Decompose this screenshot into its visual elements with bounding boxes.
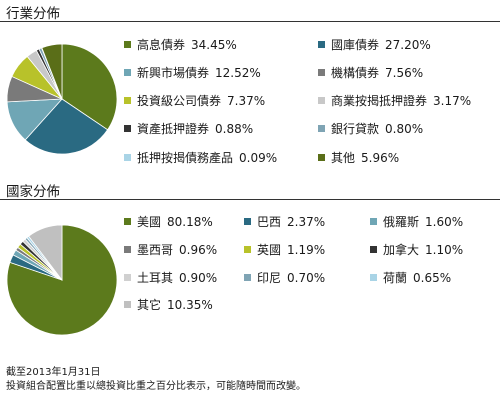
country-legend-item: 印尼 0.70% xyxy=(244,269,325,286)
industry-legend-swatch xyxy=(124,41,131,48)
country-legend-value: 0.65% xyxy=(413,270,452,285)
industry-section-title: 行業分佈 xyxy=(6,6,60,22)
country-section-title: 國家分佈 xyxy=(6,184,60,200)
industry-legend-item: 資產抵押證券 0.88% xyxy=(124,120,253,137)
country-section-divider xyxy=(0,199,500,200)
industry-legend-value: 5.96% xyxy=(361,150,400,165)
industry-legend-label: 其他 xyxy=(331,151,356,165)
industry-legend-label: 投資級公司債券 xyxy=(137,94,222,108)
industry-legend-item: 商業按揭抵押證券 3.17% xyxy=(318,92,471,109)
country-legend-swatch xyxy=(244,218,251,225)
country-legend-swatch xyxy=(370,274,377,281)
industry-legend-value: 3.17% xyxy=(433,93,472,108)
industry-legend-value: 27.20% xyxy=(385,37,431,52)
industry-legend-label: 銀行貸款 xyxy=(331,122,380,136)
industry-section-divider xyxy=(0,21,500,22)
industry-legend-swatch xyxy=(318,154,325,161)
industry-legend-label: 資產抵押證券 xyxy=(137,122,210,136)
industry-legend-value: 0.09% xyxy=(239,150,278,165)
industry-legend-value: 7.56% xyxy=(385,65,424,80)
country-legend-value: 80.18% xyxy=(167,214,213,229)
industry-pie-slice-1 xyxy=(24,98,109,155)
country-legend-label: 巴西 xyxy=(257,215,282,229)
industry-legend-label: 抵押按揭債務產品 xyxy=(137,151,234,165)
industry-legend-item: 國庫債券 27.20% xyxy=(318,36,431,53)
industry-legend-label: 新興市場債券 xyxy=(137,66,210,80)
country-legend-swatch xyxy=(370,246,377,253)
country-legend-swatch xyxy=(124,246,131,253)
industry-legend-item: 新興市場債券 12.52% xyxy=(124,64,261,81)
industry-legend-label: 國庫債券 xyxy=(331,38,380,52)
country-pie-chart xyxy=(6,224,118,336)
industry-legend-value: 0.80% xyxy=(385,121,424,136)
footer-note: 投資組合配置比重以總投資比重之百分比表示，可能隨時間而改變。 xyxy=(6,381,306,392)
country-legend-value: 1.60% xyxy=(425,214,464,229)
industry-legend-swatch xyxy=(124,97,131,104)
country-legend-item: 巴西 2.37% xyxy=(244,213,325,230)
country-legend-value: 0.96% xyxy=(179,242,218,257)
industry-legend-label: 商業按揭抵押證券 xyxy=(331,94,428,108)
country-legend-swatch xyxy=(244,274,251,281)
industry-legend-item: 抵押按揭債務產品 0.09% xyxy=(124,149,277,166)
country-legend-swatch xyxy=(370,218,377,225)
country-legend-item: 美國 80.18% xyxy=(124,213,213,230)
country-legend-swatch xyxy=(124,301,131,308)
country-legend-item: 俄羅斯 1.60% xyxy=(370,213,463,230)
country-legend-value: 2.37% xyxy=(287,214,326,229)
country-legend-item: 英國 1.19% xyxy=(244,241,325,258)
country-legend-item: 荷蘭 0.65% xyxy=(370,269,451,286)
country-legend-item: 土耳其 0.90% xyxy=(124,269,217,286)
country-legend-label: 其它 xyxy=(137,298,162,312)
industry-legend-swatch xyxy=(318,69,325,76)
country-legend-value: 1.19% xyxy=(287,242,326,257)
industry-legend-item: 銀行貸款 0.80% xyxy=(318,120,423,137)
country-legend-item: 墨西哥 0.96% xyxy=(124,241,217,258)
country-pie-slice-9 xyxy=(28,224,63,282)
country-legend-label: 俄羅斯 xyxy=(383,215,420,229)
industry-pie-slice-9 xyxy=(41,43,63,100)
industry-legend-label: 機構債券 xyxy=(331,66,380,80)
country-legend-label: 土耳其 xyxy=(137,271,174,285)
country-legend-value: 0.70% xyxy=(287,270,326,285)
industry-legend-value: 0.88% xyxy=(215,121,254,136)
industry-legend-item: 其他 5.96% xyxy=(318,149,399,166)
country-legend-value: 0.90% xyxy=(179,270,218,285)
industry-legend-item: 高息債券 34.45% xyxy=(124,36,237,53)
industry-legend-swatch xyxy=(318,125,325,132)
industry-legend-value: 7.37% xyxy=(227,93,266,108)
country-legend-item: 其它 10.35% xyxy=(124,296,213,313)
country-legend-swatch xyxy=(244,246,251,253)
country-legend-label: 加拿大 xyxy=(383,243,420,257)
country-legend-label: 荷蘭 xyxy=(383,271,408,285)
industry-pie-chart xyxy=(6,43,118,155)
country-legend-swatch xyxy=(124,218,131,225)
industry-legend-swatch xyxy=(124,125,131,132)
country-legend-value: 10.35% xyxy=(167,297,213,312)
industry-legend-swatch xyxy=(318,41,325,48)
industry-legend-label: 高息債券 xyxy=(137,38,186,52)
industry-legend-value: 34.45% xyxy=(191,37,237,52)
footer-date: 截至2013年1月31日 xyxy=(6,367,101,378)
industry-legend-value: 12.52% xyxy=(215,65,261,80)
country-legend-item: 加拿大 1.10% xyxy=(370,241,463,258)
industry-legend-swatch xyxy=(124,69,131,76)
country-legend-label: 美國 xyxy=(137,215,162,229)
country-legend-value: 1.10% xyxy=(425,242,464,257)
industry-legend-item: 投資級公司債券 7.37% xyxy=(124,92,265,109)
country-legend-label: 英國 xyxy=(257,243,282,257)
industry-legend-swatch xyxy=(318,97,325,104)
industry-pie-slice-0 xyxy=(61,43,118,131)
country-legend-swatch xyxy=(124,274,131,281)
country-legend-label: 印尼 xyxy=(257,271,282,285)
industry-legend-item: 機構債券 7.56% xyxy=(318,64,423,81)
country-legend-label: 墨西哥 xyxy=(137,243,174,257)
industry-legend-swatch xyxy=(124,154,131,161)
